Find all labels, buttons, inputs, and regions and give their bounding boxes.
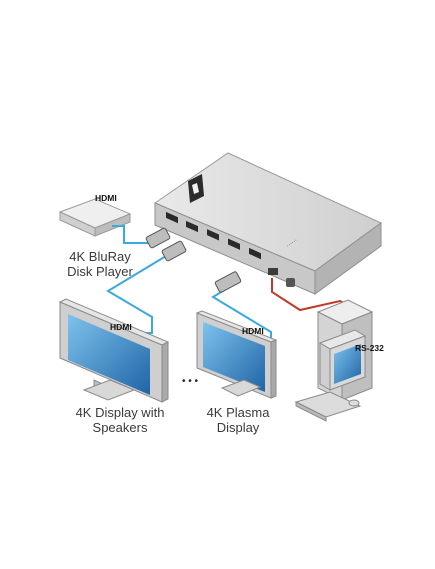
hdmi-output-2-label: HDMI	[242, 326, 264, 336]
display2-label-line2: Display	[216, 420, 260, 435]
ellipsis: • • •	[181, 376, 199, 387]
hdmi-port-out-1	[186, 220, 198, 233]
hdmi-connector-in	[145, 227, 171, 249]
splitter-device: ⋯⋯	[153, 152, 382, 295]
display1-label: 4K Display with Speakers	[70, 405, 170, 435]
hdmi-port-out-2	[207, 229, 219, 241]
display-plasma	[195, 310, 278, 399]
display1-label-line1: 4K Display with	[75, 405, 165, 420]
device-model-text: ⋯⋯	[286, 238, 299, 250]
hdmi-port-in	[166, 211, 178, 224]
computer	[294, 299, 374, 422]
hdmi-connector-out-1	[161, 240, 187, 262]
hdmi-cable-input	[112, 225, 150, 244]
power-port	[286, 278, 295, 287]
source-label-line1: 4K BluRay	[69, 249, 131, 264]
display2-label-line1: 4K Plasma	[206, 405, 270, 420]
hdmi-output-1-label: HDMI	[110, 322, 132, 332]
source-label-line2: Disk Player	[67, 264, 133, 279]
brand-logo-icon	[188, 174, 204, 203]
hdmi-input-label: HDMI	[95, 193, 117, 203]
rs232-port	[268, 268, 278, 275]
bluray-player	[58, 198, 132, 237]
hdmi-connector-out-2	[214, 271, 242, 293]
hdmi-port-out-4	[249, 247, 261, 260]
rs232-label: RS-232	[355, 343, 384, 353]
display1-label-line2: Speakers	[92, 420, 148, 435]
source-label: 4K BluRay Disk Player	[60, 249, 140, 279]
display2-label: 4K Plasma Display	[198, 405, 278, 435]
display-speakers	[58, 298, 170, 403]
hdmi-port-out-3	[228, 238, 240, 250]
